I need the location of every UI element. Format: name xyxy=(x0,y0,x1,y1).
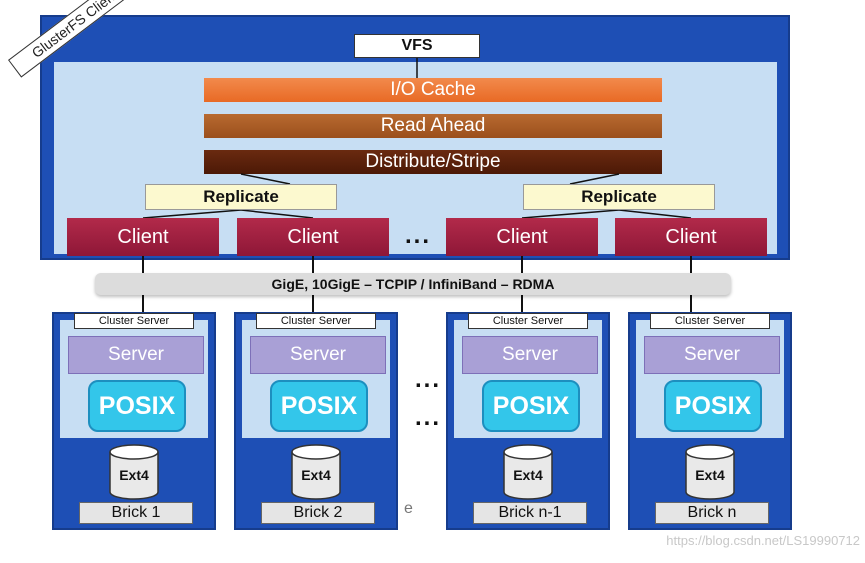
ext4-label: Ext4 xyxy=(513,467,543,483)
brick-label: Brick 2 xyxy=(261,502,375,524)
ext4-disk-icon: Ext4 xyxy=(503,444,553,500)
brick-label: Brick 1 xyxy=(79,502,193,524)
posix-box: POSIX xyxy=(270,380,368,432)
ext4-disk-icon: Ext4 xyxy=(685,444,735,500)
io-cache-layer: I/O Cache xyxy=(204,78,662,102)
ext4-label: Ext4 xyxy=(119,467,149,483)
server-box: Server xyxy=(250,336,386,374)
client-node: Client xyxy=(67,218,219,256)
ext4-label: Ext4 xyxy=(301,467,331,483)
client-node: Client xyxy=(446,218,598,256)
posix-box: POSIX xyxy=(482,380,580,432)
cluster-server-label: Cluster Server xyxy=(256,313,376,329)
server-ellipsis: ... xyxy=(414,366,441,393)
ext4-label: Ext4 xyxy=(695,467,725,483)
replicate-box: Replicate xyxy=(523,184,715,210)
ext4-disk-icon: Ext4 xyxy=(109,444,159,500)
read-ahead-layer: Read Ahead xyxy=(204,114,662,138)
watermark-text: https://blog.csdn.net/LS19990712 xyxy=(666,533,860,548)
replicate-box: Replicate xyxy=(145,184,337,210)
distribute-stripe-layer: Distribute/Stripe xyxy=(204,150,662,174)
server-box: Server xyxy=(68,336,204,374)
network-bar: GigE, 10GigE – TCPIP / InfiniBand – RDMA xyxy=(95,273,731,295)
server-node: Cluster Server Server POSIX Ext4 Brick n… xyxy=(446,312,610,530)
cluster-server-label: Cluster Server xyxy=(74,313,194,329)
server-ellipsis: ... xyxy=(414,404,441,431)
posix-box: POSIX xyxy=(664,380,762,432)
client-ellipsis: ... xyxy=(404,222,431,249)
server-node: Cluster Server Server POSIX Ext4 Brick 2 xyxy=(234,312,398,530)
server-box: Server xyxy=(644,336,780,374)
client-node: Client xyxy=(615,218,767,256)
server-node: Cluster Server Server POSIX Ext4 Brick n xyxy=(628,312,792,530)
brick-label: Brick n xyxy=(655,502,769,524)
brick-label: Brick n-1 xyxy=(473,502,587,524)
server-node: Cluster Server Server POSIX Ext4 Brick 1 xyxy=(52,312,216,530)
cluster-server-label: Cluster Server xyxy=(468,313,588,329)
vfs-box: VFS xyxy=(354,34,480,58)
server-box: Server xyxy=(462,336,598,374)
stray-text: e xyxy=(404,500,413,517)
posix-box: POSIX xyxy=(88,380,186,432)
ext4-disk-icon: Ext4 xyxy=(291,444,341,500)
cluster-server-label: Cluster Server xyxy=(650,313,770,329)
client-node: Client xyxy=(237,218,389,256)
